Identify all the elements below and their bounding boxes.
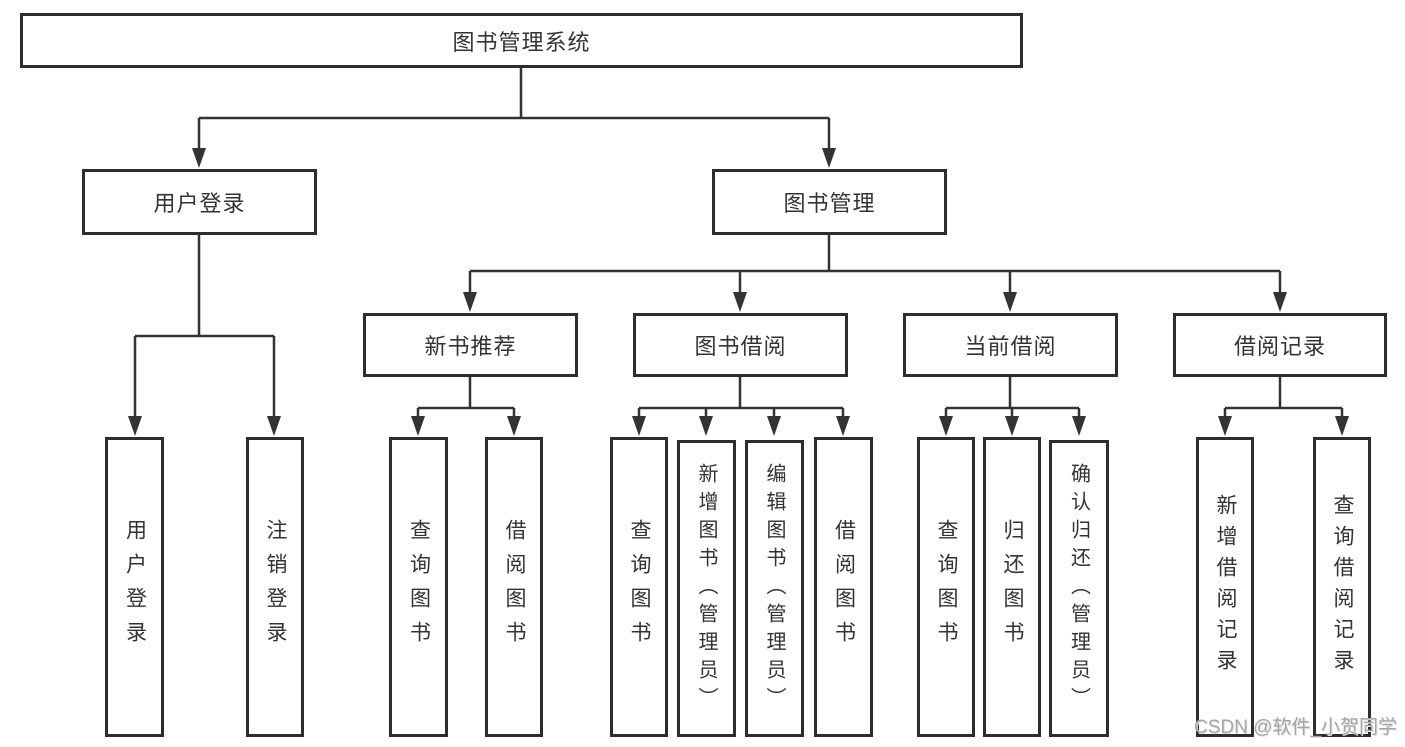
node-new-book-recommend: 新书推荐 xyxy=(363,313,578,377)
node-borrow-record: 借阅记录 xyxy=(1173,313,1387,377)
leaf-add-book-admin: 新增图书（管理员） xyxy=(677,440,736,737)
node-book-management: 图书管理 xyxy=(712,169,947,235)
leaf-logout: 注销登录 xyxy=(246,437,304,737)
node-new-book-recommend-label: 新书推荐 xyxy=(424,334,517,359)
node-user-login: 用户登录 xyxy=(82,169,317,235)
leaf-query-book-recommend-label: 查询图书 xyxy=(407,519,431,655)
leaf-confirm-return-admin: 确认归还（管理员） xyxy=(1049,440,1109,737)
leaf-logout-label: 注销登录 xyxy=(264,519,287,655)
leaf-query-borrow-record: 查询借阅记录 xyxy=(1313,437,1371,737)
leaf-return-book-label: 归还图书 xyxy=(1001,519,1024,655)
leaf-query-book-borrow-label: 查询图书 xyxy=(628,519,651,655)
leaf-edit-book-admin: 编辑图书（管理员） xyxy=(745,440,804,737)
leaf-borrow-book-recommend: 借阅图书 xyxy=(485,437,543,737)
node-book-borrow-label: 图书借阅 xyxy=(694,334,787,359)
node-user-login-label: 用户登录 xyxy=(153,191,246,216)
leaf-add-borrow-record: 新增借阅记录 xyxy=(1196,437,1254,737)
leaf-borrow-book: 借阅图书 xyxy=(814,437,873,737)
node-current-borrow: 当前借阅 xyxy=(903,313,1118,377)
leaf-query-borrow-record-label: 查询借阅记录 xyxy=(1331,494,1354,680)
leaf-user-login-label: 用户登录 xyxy=(123,519,147,655)
node-book-borrow: 图书借阅 xyxy=(633,313,848,377)
node-root-system: 图书管理系统 xyxy=(20,13,1023,68)
leaf-query-book-recommend: 查询图书 xyxy=(389,437,448,737)
leaf-user-login: 用户登录 xyxy=(105,437,164,737)
node-root-label: 图书管理系统 xyxy=(452,29,591,55)
leaf-query-book-current: 查询图书 xyxy=(917,437,975,737)
leaf-borrow-book-label: 借阅图书 xyxy=(832,519,856,655)
leaf-query-book-borrow: 查询图书 xyxy=(610,437,668,737)
leaf-borrow-book-recommend-label: 借阅图书 xyxy=(503,519,526,655)
leaf-add-borrow-record-label: 新增借阅记录 xyxy=(1214,494,1237,680)
node-book-management-label: 图书管理 xyxy=(783,191,876,216)
node-borrow-record-label: 借阅记录 xyxy=(1233,334,1326,359)
node-current-borrow-label: 当前借阅 xyxy=(964,334,1057,359)
leaf-add-book-admin-label: 新增图书（管理员） xyxy=(695,462,717,715)
leaf-edit-book-admin-label: 编辑图书（管理员） xyxy=(763,462,785,715)
leaf-confirm-return-admin-label: 确认归还（管理员） xyxy=(1067,462,1090,715)
csdn-watermark: CSDN @软件_小贺同学 xyxy=(1194,717,1397,738)
leaf-query-book-current-label: 查询图书 xyxy=(935,519,958,655)
leaf-return-book: 归还图书 xyxy=(983,437,1041,737)
